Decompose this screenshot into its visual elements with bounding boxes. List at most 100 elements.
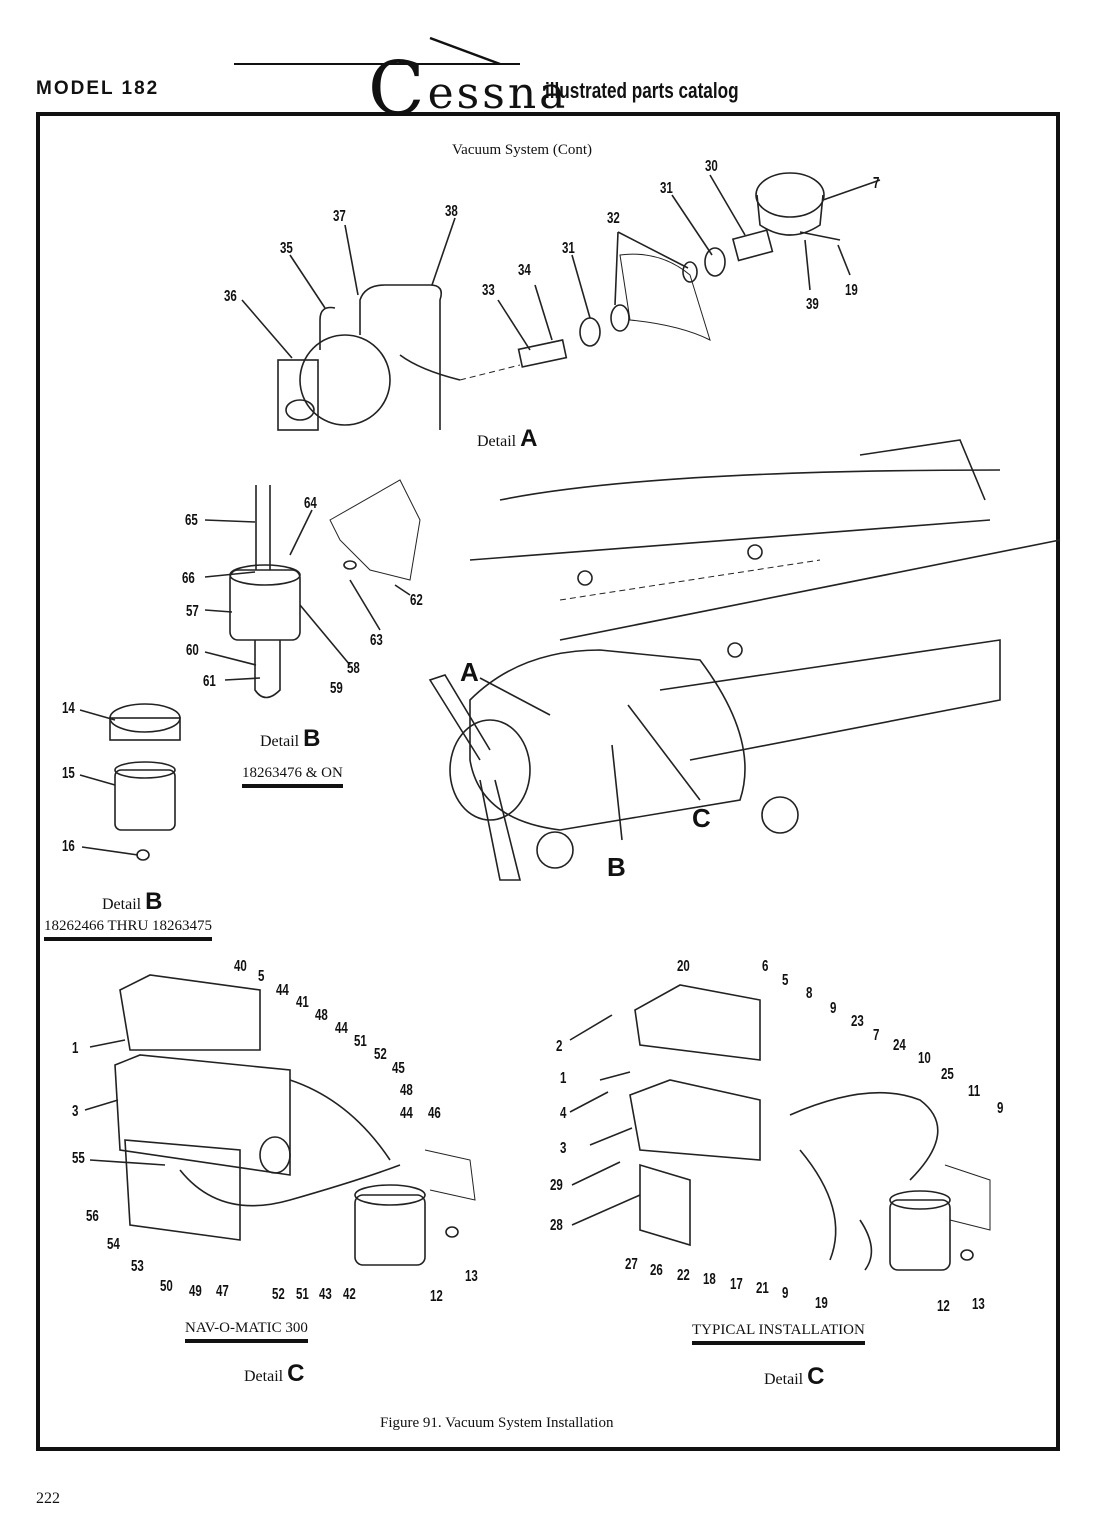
part-number-callout: 48 [315, 1007, 328, 1024]
part-number-callout: 2 [556, 1038, 563, 1055]
part-number-callout: 17 [730, 1276, 743, 1293]
part-number-callout: 13 [465, 1268, 478, 1285]
part-number-callout: 7 [873, 175, 880, 192]
part-number-callout: 25 [941, 1066, 954, 1083]
part-number-callout: 1 [72, 1040, 79, 1057]
part-number-callout: 36 [224, 288, 237, 305]
part-number-callout: 7 [873, 1027, 880, 1044]
part-number-callout: 6 [762, 958, 769, 975]
part-number-callout: 42 [343, 1286, 356, 1303]
detail-c-nav-label: Detail C [244, 1360, 304, 1388]
part-number-callout: 27 [625, 1256, 638, 1273]
part-number-callout: 49 [189, 1283, 202, 1300]
detail-c-nav-word: Detail [244, 1368, 284, 1385]
part-number-callout: 20 [677, 958, 690, 975]
logo-initial: C [368, 46, 428, 132]
part-number-callout: 33 [482, 282, 495, 299]
part-number-callout: 13 [972, 1296, 985, 1313]
part-number-callout: 63 [370, 632, 383, 649]
part-number-callout: 22 [677, 1267, 690, 1284]
part-number-callout: 8 [806, 985, 813, 1002]
part-number-callout: 59 [330, 680, 343, 697]
aircraft-callout-b: B [607, 852, 626, 882]
figure-caption: Figure 91. Vacuum System Installation [380, 1415, 614, 1431]
part-number-callout: 53 [131, 1258, 144, 1275]
old-filter-drawing [109, 703, 181, 861]
catalog-title: illustrated parts catalog [545, 78, 739, 103]
detail-c-typ-letter: C [807, 1363, 825, 1390]
part-number-callout: 23 [851, 1013, 864, 1030]
part-number-callout: 35 [280, 240, 293, 257]
part-number-callout: 10 [918, 1050, 931, 1067]
aircraft-callout-a: A [460, 657, 479, 687]
cessna-logo: Cessna [368, 40, 568, 132]
detail-c-typ-label: Detail C [764, 1363, 824, 1391]
part-number-callout: 44 [276, 982, 289, 999]
part-number-callout: 32 [607, 210, 620, 227]
part-number-callout: 5 [258, 968, 265, 985]
vacuum-pump-drawing [277, 172, 841, 431]
detail-b-new-letter: B [303, 725, 321, 752]
detail-a-label: Detail A [477, 425, 537, 453]
detail-b-old-serial: 18262466 THRU 18263475 [44, 918, 213, 941]
detail-b-old-label: Detail B [102, 888, 162, 916]
part-number-callout: 57 [186, 603, 199, 620]
part-number-callout: 3 [560, 1140, 567, 1157]
part-number-callout: 30 [705, 158, 718, 175]
part-number-callout: 64 [304, 495, 317, 512]
part-number-callout: 45 [392, 1060, 405, 1077]
part-number-callout: 44 [335, 1020, 348, 1037]
part-number-callout: 28 [550, 1217, 563, 1234]
part-number-callout: 43 [319, 1286, 332, 1303]
part-number-callout: 58 [347, 660, 360, 677]
detail-c-typ-word: Detail [764, 1371, 804, 1388]
part-number-callout: 4 [560, 1105, 567, 1122]
detail-b-new-serial: 18263476 & ON [242, 765, 343, 788]
typical-install-drawing [629, 984, 991, 1271]
part-number-callout: 24 [893, 1037, 906, 1054]
detail-a-letter: A [520, 425, 538, 452]
leader-lines [79, 174, 881, 1226]
part-number-callout: 54 [107, 1236, 120, 1253]
part-number-callout: 60 [186, 642, 199, 659]
part-number-callout: 18 [703, 1271, 716, 1288]
part-number-callout: 51 [296, 1286, 309, 1303]
navomatic-drawing [114, 974, 476, 1266]
part-number-callout: 12 [430, 1288, 443, 1305]
detail-b-new-label: Detail B [260, 725, 320, 753]
part-number-callout: 61 [203, 673, 216, 690]
part-number-callout: 40 [234, 958, 247, 975]
part-number-callout: 47 [216, 1283, 229, 1300]
part-number-callout: 16 [62, 838, 75, 855]
part-number-callout: 15 [62, 765, 75, 782]
part-number-callout: 52 [374, 1046, 387, 1063]
part-number-callout: 3 [72, 1103, 79, 1120]
detail-c-nav-letter: C [287, 1360, 305, 1387]
part-number-callout: 44 [400, 1105, 413, 1122]
part-number-callout: 12 [937, 1298, 950, 1315]
figure-frame [36, 112, 1060, 1451]
part-number-callout: 41 [296, 994, 309, 1011]
detail-a-word: Detail [477, 433, 517, 450]
part-number-callout: 38 [445, 203, 458, 220]
aircraft-callout-c: C [692, 803, 711, 833]
part-number-callout: 26 [650, 1262, 663, 1279]
part-number-callout: 39 [806, 296, 819, 313]
part-number-callout: 52 [272, 1286, 285, 1303]
typical-install-title: TYPICAL INSTALLATION [692, 1322, 865, 1345]
detail-b-new-word: Detail [260, 733, 300, 750]
vacuum-system-caption: Vacuum System (Cont) [452, 142, 592, 158]
part-number-callout: 9 [830, 1000, 837, 1017]
page-number: 222 [36, 1490, 60, 1507]
navomatic-title: NAV-O-MATIC 300 [185, 1320, 308, 1343]
part-number-callout: 5 [782, 972, 789, 989]
detail-b-old-word: Detail [102, 896, 142, 913]
filter-assembly-drawing [229, 479, 421, 699]
part-number-callout: 31 [562, 240, 575, 257]
part-number-callout: 50 [160, 1278, 173, 1295]
detail-b-old-letter: B [145, 888, 163, 915]
brand-swoosh [234, 36, 520, 66]
part-number-callout: 14 [62, 700, 75, 717]
part-number-callout: 31 [660, 180, 673, 197]
